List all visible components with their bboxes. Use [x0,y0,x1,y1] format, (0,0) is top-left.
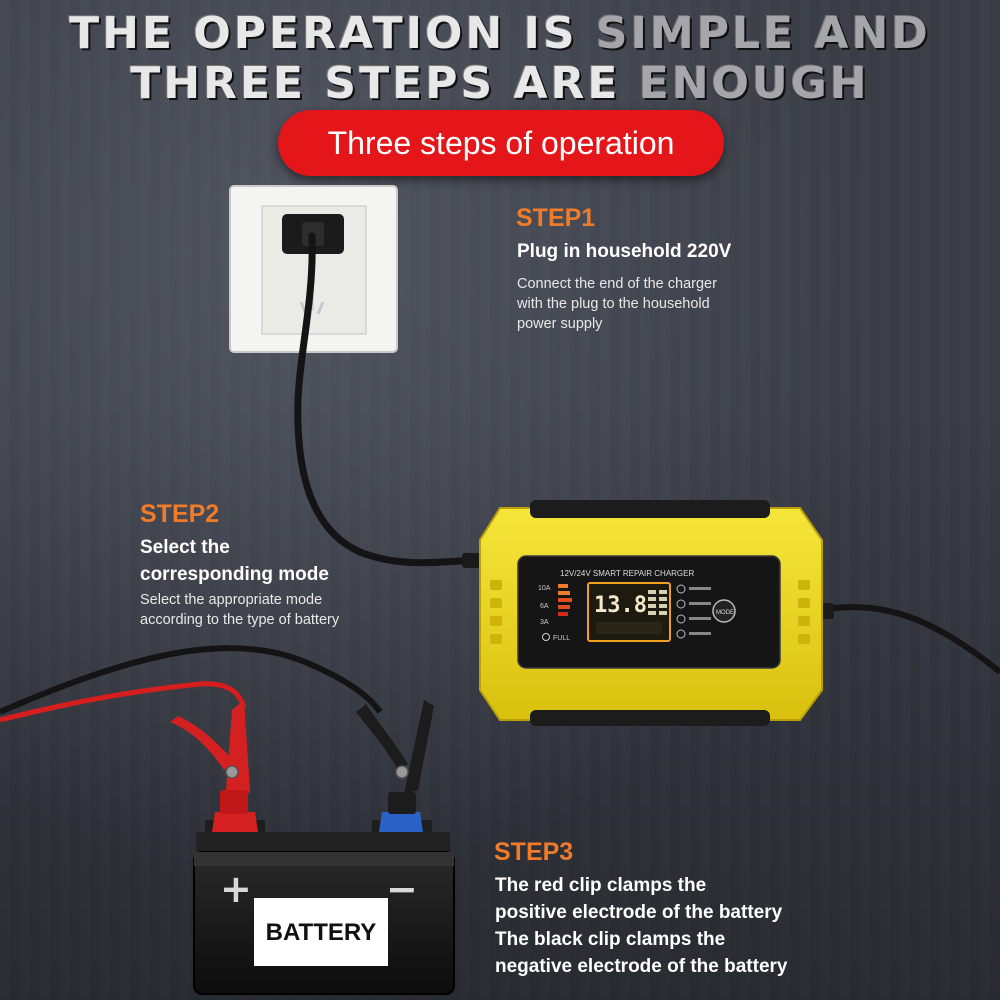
headline-line-2: THREE STEPS ARE ENOUGH [130,58,870,109]
charger: 12V/24V SMART REPAIR CHARGER 10A 6A 3A F… [479,500,823,726]
battery-level-segments-icon [648,590,667,615]
step2-description: Select the appropriate mode according to… [140,592,340,628]
step2-subtitle: Select the corresponding mode [140,537,329,585]
battery-label: BATTERY [266,919,377,946]
headline-line-1: THE OPERATION IS SIMPLE AND [69,8,931,59]
mode-strip-icon [596,622,662,634]
level-bars-icon [558,584,572,616]
voltage-readout: 13.8 [594,593,647,618]
battery-label-plate [254,898,388,966]
step3-title: STEP3 [494,838,574,866]
output-cable [819,604,1000,675]
pulse-icon [676,584,686,594]
negative-terminal [379,812,423,832]
positive-symbol: + [220,867,252,911]
step3-description: The red clip clamps the positive electro… [495,875,788,977]
red-lead [0,681,247,723]
winter-icon [676,599,686,609]
full-indicator-icon [542,633,550,641]
amp-6-label: 6A [540,603,549,610]
charger-model-label: 12V/24V SMART REPAIR CHARGER [560,569,694,578]
step1-subtitle: Plug in household 220V [517,241,732,262]
mode-button[interactable] [712,599,736,623]
mode-button-label: MODE [716,610,734,616]
power-cable [294,232,480,567]
red-clamp-icon [170,700,250,814]
intelligent-icon [676,629,686,639]
positive-terminal [212,812,258,832]
amp-3-label: 3A [540,619,549,626]
black-clamp-icon [356,700,434,814]
step1-description: Connect the end of the charger with the … [517,276,717,332]
step2-title: STEP2 [140,500,220,528]
black-lead [0,645,383,715]
step1-title: STEP1 [516,204,596,232]
full-label: FULL [553,635,570,642]
negative-symbol: − [386,867,418,911]
amp-10-label: 10A [538,585,551,592]
battery: + − BATTERY [193,812,455,995]
protection-icon [676,614,686,624]
three-steps-banner: Three steps of operation [278,110,724,176]
